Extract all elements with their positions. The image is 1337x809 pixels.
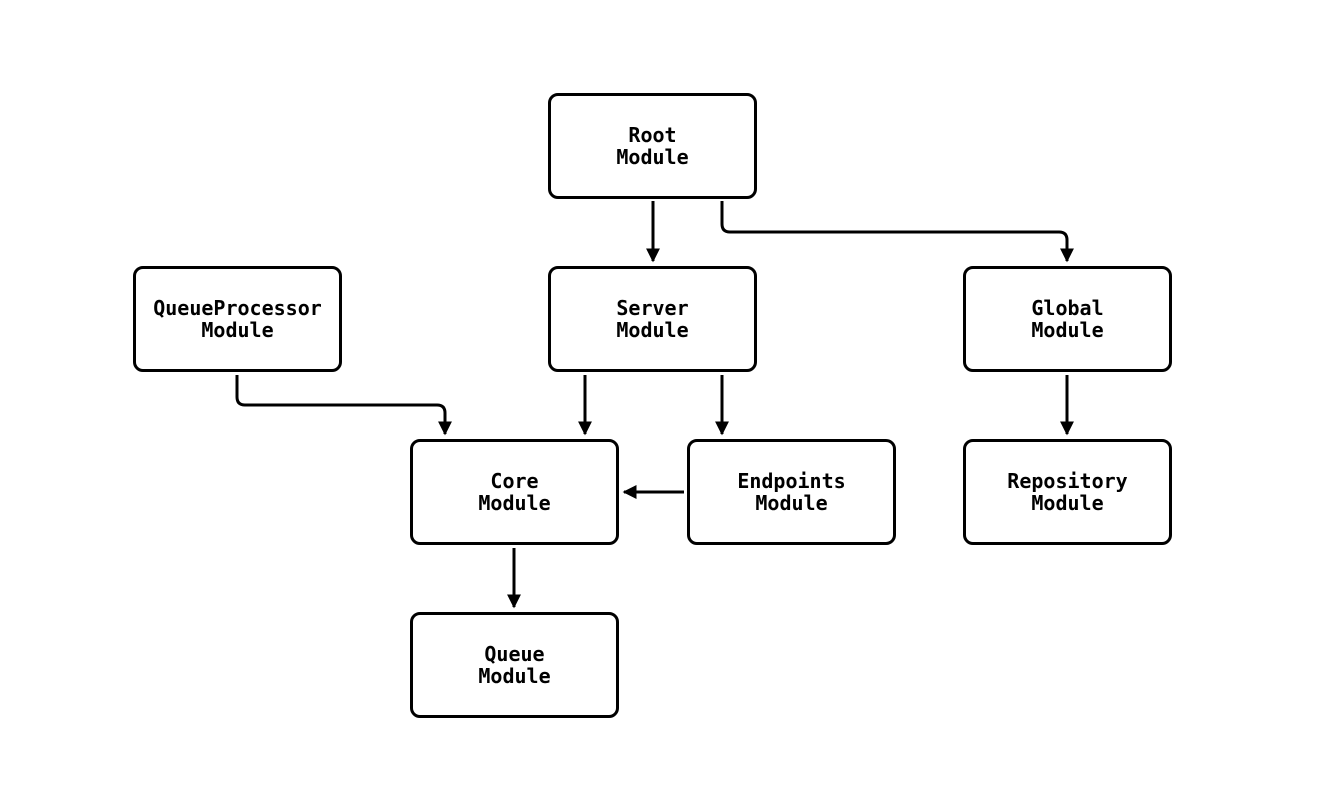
node-queueprocessor-module-label: QueueProcessor Module [153,296,322,342]
node-server-module: Server Module [548,266,757,372]
node-queueprocessor-module: QueueProcessor Module [133,266,342,372]
edge-root-to-global [720,201,1074,263]
node-root-module-label: Root Module [616,123,689,169]
node-core-module-label: Core Module [478,469,551,515]
node-root-module: Root Module [548,93,757,199]
node-endpoints-module: Endpoints Module [687,439,896,545]
node-repository-module: Repository Module [963,439,1172,545]
node-server-module-label: Server Module [616,296,689,342]
node-endpoints-module-label: Endpoints Module [737,469,846,515]
edge-queueprocessor-to-core [235,375,452,436]
node-queue-module-label: Queue Module [478,642,551,688]
node-repository-module-label: Repository Module [1007,469,1128,515]
node-global-module: Global Module [963,266,1172,372]
node-queue-module: Queue Module [410,612,619,718]
node-global-module-label: Global Module [1031,296,1104,342]
node-core-module: Core Module [410,439,619,545]
